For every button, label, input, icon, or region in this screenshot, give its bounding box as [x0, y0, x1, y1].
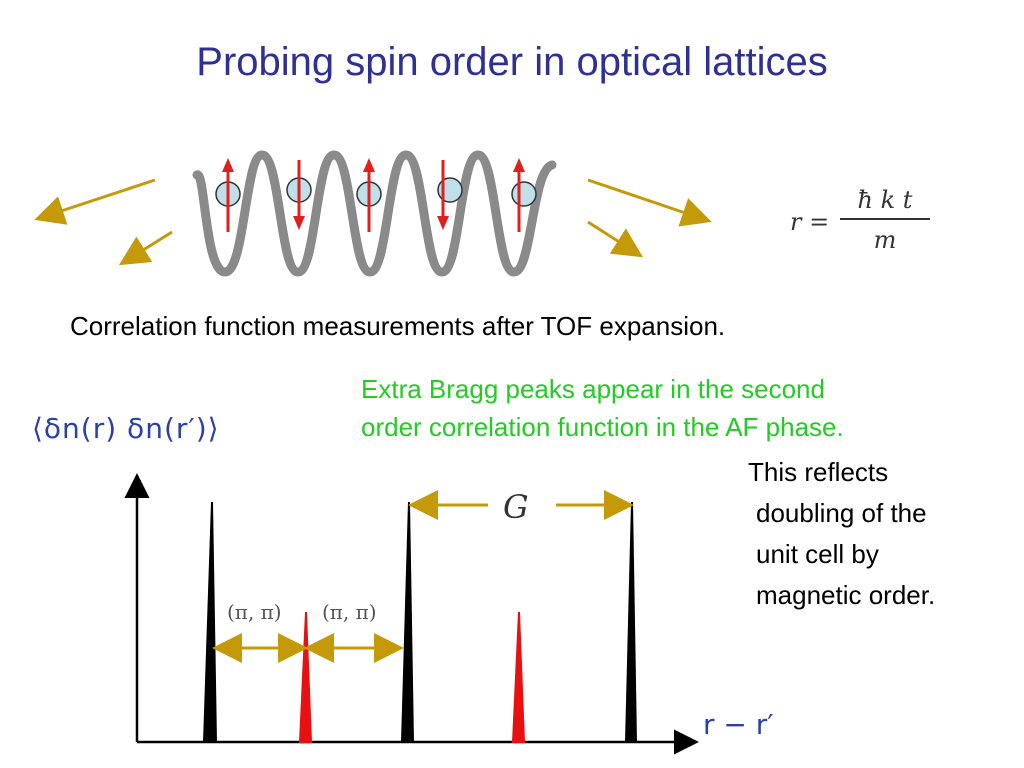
y-axis-label: ⟨δn(r) δn(r′)⟩ [32, 412, 220, 445]
note-line: unit cell by [756, 539, 879, 569]
bragg-peak-main [400, 501, 415, 743]
atom-site-3 [356, 158, 382, 232]
x-axis-label: r − r′ [703, 708, 774, 741]
slide-title: Probing spin order in optical lattices [196, 40, 828, 84]
formula-lhs: r = [790, 208, 830, 236]
atom-site-5 [511, 158, 537, 232]
note-line: doubling of the [756, 498, 927, 528]
expansion-arrow-icon [587, 178, 712, 227]
spin-up-arrow-icon [363, 158, 375, 172]
fraction-bar [840, 218, 930, 220]
bragg-peak-main [202, 501, 218, 743]
expansion-arrow-icon [118, 230, 173, 266]
formula-denominator: m [873, 225, 897, 254]
bragg-peak-af [511, 611, 526, 743]
atom-site-1 [215, 158, 241, 232]
period-label: G [503, 488, 529, 526]
bragg-note-line: order correlation function in the AF pha… [361, 412, 844, 442]
formula-fraction: ħ k t m [840, 180, 930, 254]
bragg-note-line: Extra Bragg peaks appear in the second [361, 374, 825, 404]
bragg-peak-main [624, 501, 638, 743]
caption: Correlation function measurements after … [70, 311, 726, 341]
spin-down-arrow-icon [437, 216, 449, 230]
pi-label: (π, π) [322, 600, 377, 624]
optical-lattice-potential [192, 150, 557, 277]
pi-label: (π, π) [227, 600, 282, 624]
note-line: magnetic order. [756, 580, 936, 610]
atom-site-2 [286, 160, 312, 230]
spin-down-arrow-icon [293, 216, 305, 230]
doubling-note: This reflects doubling of the unit cell … [748, 452, 935, 616]
bragg-note: Extra Bragg peaks appear in the second o… [361, 370, 844, 446]
spin-up-arrow-icon [222, 158, 234, 172]
atom-site-4 [437, 160, 463, 230]
spin-up-arrow-icon [513, 158, 525, 172]
formula-numerator: ħ k t [857, 186, 913, 214]
note-line: This reflects [748, 457, 889, 487]
expansion-arrow-icon [587, 220, 644, 258]
tof-formula: r = ħ k t m [790, 180, 940, 260]
bragg-peak-af [298, 611, 313, 743]
expansion-arrow-icon [34, 178, 156, 225]
